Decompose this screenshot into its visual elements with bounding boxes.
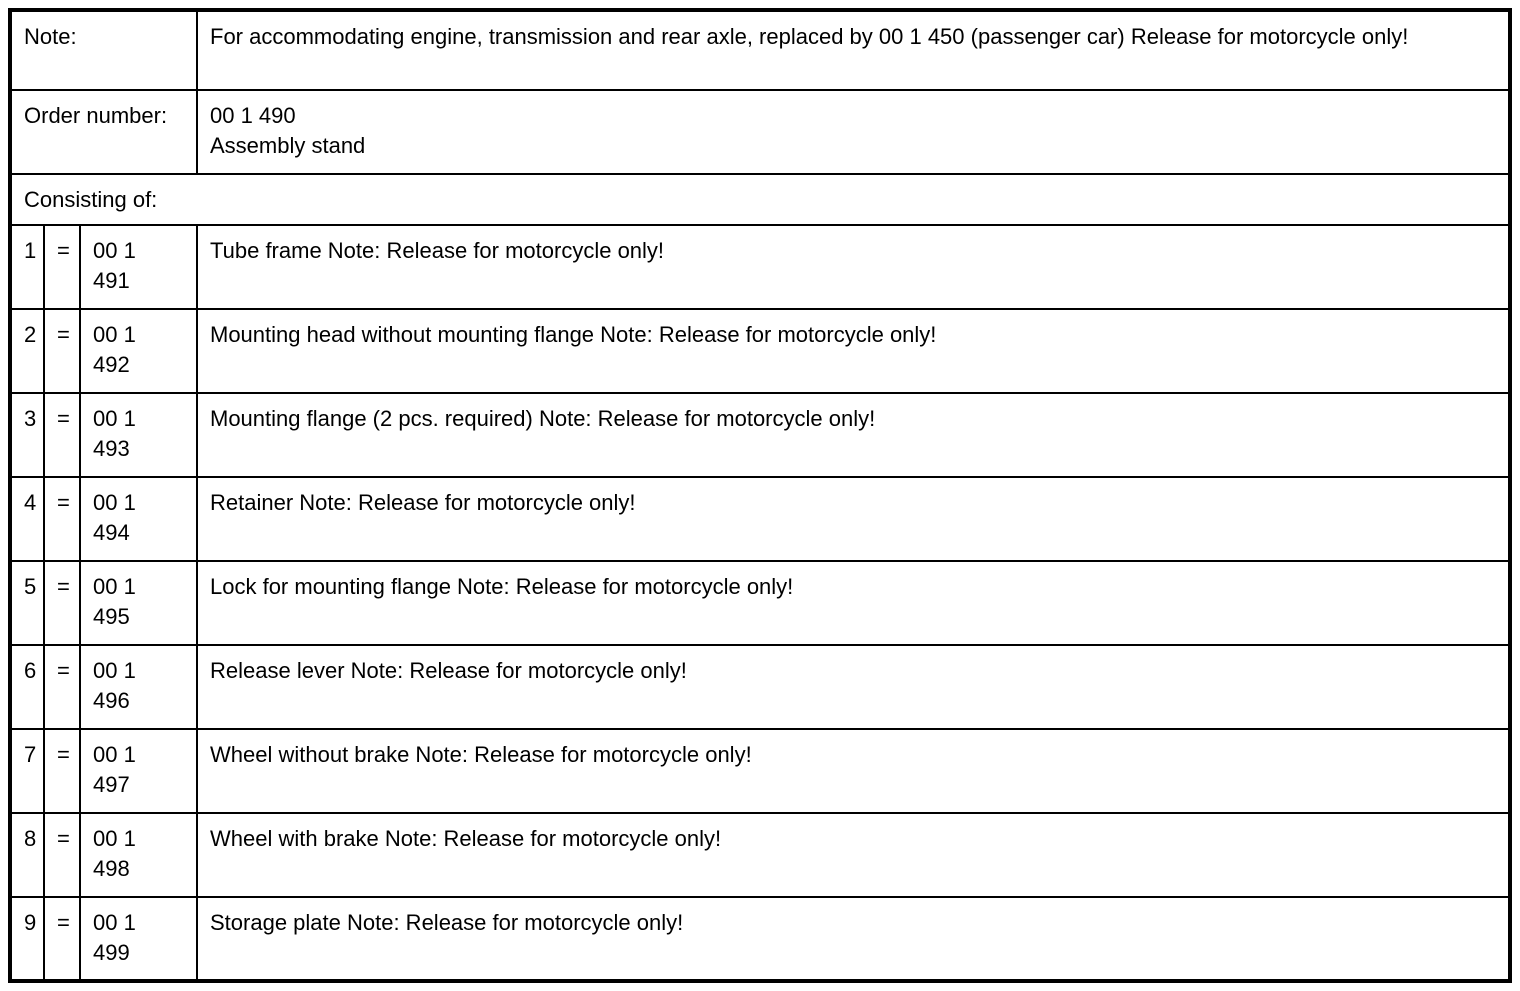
order-number: 00 1 490 — [210, 103, 296, 128]
item-number: 8 — [9, 812, 45, 898]
part-number-text: 00 1 497 — [93, 742, 136, 797]
part-row: 2 = 00 1 492 Mounting head without mount… — [9, 308, 1511, 394]
part-number-text: 00 1 499 — [93, 910, 136, 965]
item-number: 2 — [9, 308, 45, 394]
item-number: 4 — [9, 476, 45, 562]
note-row: Note: For accommodating engine, transmis… — [9, 9, 1511, 91]
item-number: 3 — [9, 392, 45, 478]
part-number: 00 1 492 — [79, 308, 198, 394]
part-row: 8 = 00 1 498 Wheel with brake Note: Rele… — [9, 812, 1511, 898]
equals-sign: = — [43, 644, 81, 730]
part-number: 00 1 493 — [79, 392, 198, 478]
equals-sign: = — [43, 392, 81, 478]
part-number-text: 00 1 491 — [93, 238, 136, 293]
part-row: 1 = 00 1 491 Tube frame Note: Release fo… — [9, 224, 1511, 310]
part-row: 5 = 00 1 495 Lock for mounting flange No… — [9, 560, 1511, 646]
part-description: Mounting head without mounting flange No… — [196, 308, 1511, 394]
part-row: 3 = 00 1 493 Mounting flange (2 pcs. req… — [9, 392, 1511, 478]
part-number: 00 1 495 — [79, 560, 198, 646]
part-number: 00 1 496 — [79, 644, 198, 730]
part-row: 6 = 00 1 496 Release lever Note: Release… — [9, 644, 1511, 730]
part-row: 7 = 00 1 497 Wheel without brake Note: R… — [9, 728, 1511, 814]
part-description: Tube frame Note: Release for motorcycle … — [196, 224, 1511, 310]
part-number-text: 00 1 495 — [93, 574, 136, 629]
part-description: Lock for mounting flange Note: Release f… — [196, 560, 1511, 646]
part-row: 4 = 00 1 494 Retainer Note: Release for … — [9, 476, 1511, 562]
note-text: For accommodating engine, transmission a… — [196, 9, 1511, 91]
equals-sign: = — [43, 728, 81, 814]
equals-sign: = — [43, 560, 81, 646]
part-description: Wheel with brake Note: Release for motor… — [196, 812, 1511, 898]
part-number: 00 1 494 — [79, 476, 198, 562]
part-number: 00 1 499 — [79, 896, 198, 982]
order-name: Assembly stand — [210, 133, 366, 158]
part-number: 00 1 497 — [79, 728, 198, 814]
equals-sign: = — [43, 308, 81, 394]
part-description: Release lever Note: Release for motorcyc… — [196, 644, 1511, 730]
item-number: 5 — [9, 560, 45, 646]
part-row: 9 = 00 1 499 Storage plate Note: Release… — [9, 896, 1511, 982]
part-description: Mounting flange (2 pcs. required) Note: … — [196, 392, 1511, 478]
part-number-text: 00 1 493 — [93, 406, 136, 461]
part-number: 00 1 491 — [79, 224, 198, 310]
item-number: 1 — [9, 224, 45, 310]
item-number: 6 — [9, 644, 45, 730]
equals-sign: = — [43, 224, 81, 310]
order-number-row: Order number: 00 1 490 Assembly stand — [9, 89, 1511, 175]
consisting-of-label: Consisting of: — [9, 173, 1511, 226]
order-number-label: Order number: — [9, 89, 198, 175]
part-number: 00 1 498 — [79, 812, 198, 898]
consisting-of-row: Consisting of: — [9, 173, 1511, 226]
part-number-text: 00 1 496 — [93, 658, 136, 713]
equals-sign: = — [43, 476, 81, 562]
item-number: 9 — [9, 896, 45, 982]
part-number-text: 00 1 498 — [93, 826, 136, 881]
part-description: Storage plate Note: Release for motorcyc… — [196, 896, 1511, 982]
order-number-value: 00 1 490 Assembly stand — [196, 89, 1511, 175]
part-description: Wheel without brake Note: Release for mo… — [196, 728, 1511, 814]
note-label: Note: — [9, 9, 198, 91]
item-number: 7 — [9, 728, 45, 814]
part-description: Retainer Note: Release for motorcycle on… — [196, 476, 1511, 562]
equals-sign: = — [43, 812, 81, 898]
part-number-text: 00 1 492 — [93, 322, 136, 377]
equals-sign: = — [43, 896, 81, 982]
part-number-text: 00 1 494 — [93, 490, 136, 545]
parts-table: Note: For accommodating engine, transmis… — [8, 8, 1512, 983]
